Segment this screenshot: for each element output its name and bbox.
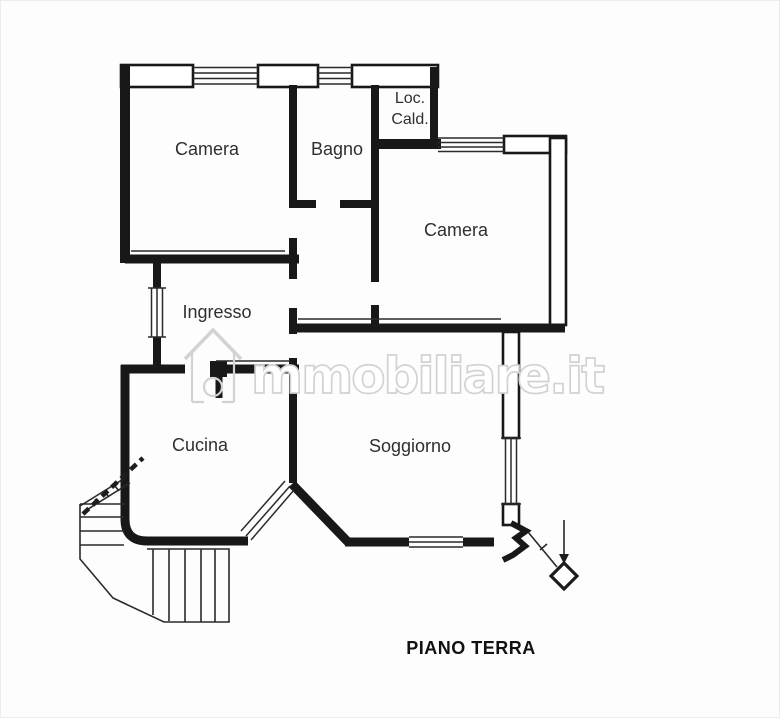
room-label-camera-nord: Camera <box>175 139 240 159</box>
stairs-direction-dashes <box>81 456 145 516</box>
entrance-door-steps <box>501 520 532 563</box>
immobiliare-house-icon <box>183 327 243 404</box>
wall-face-lines <box>131 250 501 362</box>
entrance <box>501 520 580 592</box>
entrance-marker-icon <box>548 560 580 592</box>
door-jamb-block <box>210 361 227 377</box>
room-label-bagno: Bagno <box>311 139 363 159</box>
exterior-stairs <box>79 456 230 623</box>
entrance-arrowhead-icon <box>559 554 569 564</box>
room-label-ingresso: Ingresso <box>182 302 251 322</box>
entrance-path-line <box>527 531 558 568</box>
room-label-loc-cald-line1: Loc. <box>395 90 425 107</box>
walls <box>120 65 565 547</box>
room-label-loc-cald-line2: Cald. <box>391 111 428 128</box>
room-labels: Camera Bagno Loc. Cald. Camera Ingresso … <box>172 90 489 456</box>
exterior-wall-blocks <box>119 63 568 527</box>
floor-title: PIANO TERRA <box>406 638 536 658</box>
windows <box>148 66 521 548</box>
room-label-soggiorno: Soggiorno <box>369 436 451 456</box>
room-label-cucina: Cucina <box>172 435 229 455</box>
watermark-text: mmobiliare.it <box>251 347 604 405</box>
room-label-camera-est: Camera <box>424 220 489 240</box>
watermark: mmobiliare.it <box>183 327 607 406</box>
